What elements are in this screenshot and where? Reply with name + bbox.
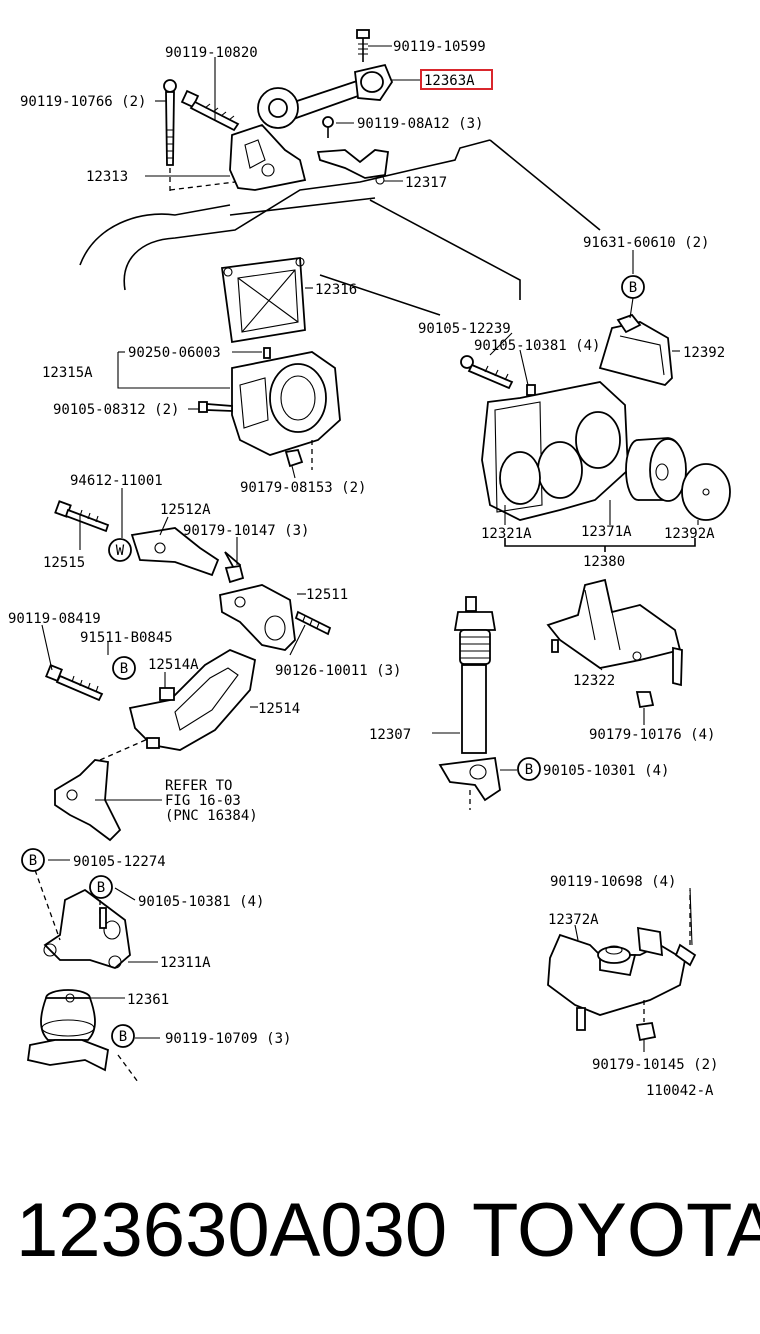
label-90119-08419: 90119-08419 [8, 611, 101, 627]
label-90119-10599: 90119-10599 [393, 39, 486, 55]
label-91631-60610: 91631-60610 (2) [583, 235, 709, 251]
callout-b-5: B [89, 875, 113, 899]
bracket-12317 [316, 149, 390, 185]
label-90105-10381-b: 90105-10381 (4) [138, 894, 264, 910]
callout-b-3: B [517, 757, 541, 781]
label-90119-08a12: 90119-08A12 (3) [357, 116, 483, 132]
bracket-12511 [219, 584, 332, 651]
callout-b-6: B [111, 1024, 135, 1048]
bracket-12322 [546, 578, 683, 709]
svg-text:B: B [629, 280, 637, 296]
label-12311a: 12311A [160, 955, 211, 971]
bracket-12311a [43, 888, 131, 970]
label-12363a: 12363A [424, 73, 475, 89]
label-90119-10709: 90119-10709 (3) [165, 1031, 291, 1047]
label-12321a: 12321A [481, 526, 532, 542]
bolt-90105-12239 [460, 355, 514, 390]
plate-12392a [681, 463, 731, 521]
label-90119-10698: 90119-10698 (4) [550, 874, 676, 890]
label-94612-11001: 94612-11001 [70, 473, 163, 489]
label-90105-10381-a: 90105-10381 (4) [474, 338, 600, 354]
label-12515: 12515 [43, 555, 85, 571]
mount-12361 [26, 989, 109, 1072]
label-12317: 12317 [405, 175, 447, 191]
plate-12316 [220, 256, 306, 344]
highlight-box-12363a [420, 69, 493, 90]
svg-text:B: B [29, 853, 37, 869]
label-12361: 12361 [127, 992, 169, 1008]
label-90126-10011: 90126-10011 (3) [275, 663, 401, 679]
figure-id: 110042-A [646, 1083, 714, 1099]
label-91511-b0845: 91511-B0845 [80, 630, 173, 646]
label-12316: 12316 [315, 282, 357, 298]
bolt-90119-08a12 [322, 116, 334, 138]
label-12371a: 12371A [581, 524, 632, 540]
label-90105-12274: 90105-12274 [73, 854, 166, 870]
label-90105-10301: 90105-10301 (4) [543, 763, 669, 779]
label-90179-10145: 90179-10145 (2) [592, 1057, 718, 1073]
callout-b-2: B [112, 656, 136, 680]
group-bracket-12380 [504, 538, 696, 547]
label-90179-10176: 90179-10176 (4) [589, 727, 715, 743]
bracket-refer-fig-16-03 [54, 737, 151, 842]
footer-part-number: 123630A030 [16, 1188, 447, 1273]
bracket-12514 [128, 648, 257, 751]
svg-text:B: B [120, 661, 128, 677]
bolt-90119-08419 [45, 664, 104, 702]
label-12392a: 12392A [664, 526, 715, 542]
label-90119-10820: 90119-10820 [165, 45, 258, 61]
callout-w: W [108, 538, 132, 562]
callout-b-1: B [621, 275, 645, 299]
mount-12372a [547, 890, 697, 1042]
label-90105-08312: 90105-08312 (2) [53, 402, 179, 418]
svg-text:W: W [116, 543, 125, 559]
bolt-12515 [54, 500, 110, 533]
cushion-12371a [625, 437, 687, 502]
label-12372a: 12372A [548, 912, 599, 928]
torque-rod-12363a [257, 29, 394, 129]
label-12514a: 12514A [148, 657, 199, 673]
label-90179-08153: 90179-08153 (2) [240, 480, 366, 496]
label-refer-to: REFER TO [165, 778, 232, 794]
bracket-12313 [169, 123, 307, 191]
label-12512a: 12512A [160, 502, 211, 518]
cover-12392 [598, 313, 673, 387]
label-12322: 12322 [573, 673, 615, 689]
label-fig-16-03: FIG 16-03 [165, 793, 241, 809]
label-90250-06003: 90250-06003 [128, 345, 221, 361]
label-12392: 12392 [683, 345, 725, 361]
housing-12315a [198, 347, 341, 470]
leader-lines [41, 45, 699, 1052]
label-12380: 12380 [583, 554, 625, 570]
label-12307: 12307 [369, 727, 411, 743]
svg-text:B: B [119, 1029, 127, 1045]
label-pnc-16384: (PNC 16384) [165, 808, 258, 824]
engine-outline [79, 139, 601, 316]
label-90179-10147: 90179-10147 (3) [183, 523, 309, 539]
part-labels: 90119-10820 90119-10599 90119-10766 (2) … [8, 39, 725, 1099]
bolt-90119-10766 [163, 79, 177, 195]
shock-12307 [438, 596, 501, 810]
housing-12321a [481, 381, 629, 521]
label-90105-12239: 90105-12239 [418, 321, 511, 337]
footer-brand: TOYOTA [472, 1188, 760, 1273]
svg-text:B: B [525, 762, 533, 778]
callout-b-4: B [21, 848, 45, 872]
label-12511: 12511 [306, 587, 348, 603]
label-12315a: 12315A [42, 365, 93, 381]
bolt-90119-10820 [180, 89, 240, 132]
svg-text:B: B [97, 880, 105, 896]
label-90119-10766: 90119-10766 (2) [20, 94, 146, 110]
label-12313: 12313 [86, 169, 128, 185]
bracket-12512a [130, 527, 245, 584]
label-12514: 12514 [258, 701, 300, 717]
